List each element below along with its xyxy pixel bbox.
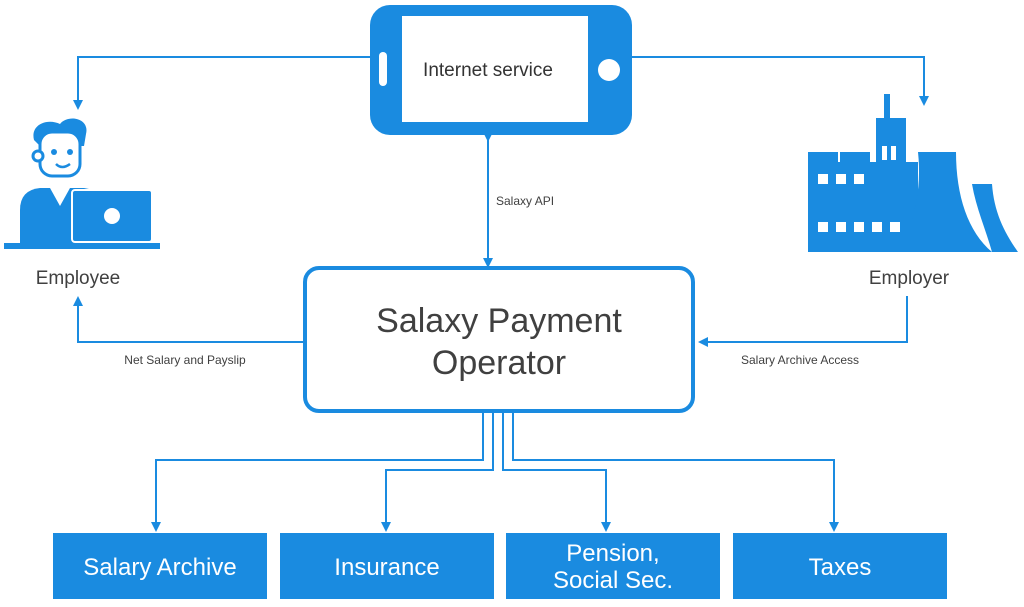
net-salary-label: Net Salary and Payslip xyxy=(124,353,246,367)
connectors xyxy=(73,52,929,532)
connector-to-salary-archive xyxy=(151,412,484,532)
output-label-line1: Pension, xyxy=(566,540,659,567)
operator-title-line1: Salaxy Payment xyxy=(376,302,622,340)
connector-phone-employer xyxy=(622,52,929,106)
salaxy-api-label: Salaxy API xyxy=(496,194,554,208)
archive-access-label: Salary Archive Access xyxy=(741,353,859,367)
output-salary-archive: Salary Archive xyxy=(53,533,267,599)
connector-archive-access xyxy=(698,296,908,347)
output-taxes: Taxes xyxy=(733,533,947,599)
output-label: Taxes xyxy=(809,554,872,581)
employer-label: Employer xyxy=(869,268,950,289)
connector-to-taxes xyxy=(512,412,839,532)
smartphone-icon xyxy=(370,5,632,135)
connector-to-insurance xyxy=(381,412,494,532)
connector-to-pension xyxy=(502,412,611,532)
output-insurance: Insurance xyxy=(280,533,494,599)
factory-icon xyxy=(808,94,1018,252)
internet-service-label: Internet service xyxy=(423,60,553,81)
person-at-laptop-icon xyxy=(4,118,160,249)
output-label: Salary Archive xyxy=(83,554,236,581)
output-pension-social-sec: Pension, Social Sec. xyxy=(506,533,720,599)
connector-net-salary xyxy=(73,296,304,343)
operator-box xyxy=(303,266,695,413)
employee-label: Employee xyxy=(36,268,121,289)
operator-title-line2: Operator xyxy=(432,344,566,382)
connector-phone-employee xyxy=(73,52,378,110)
output-label: Insurance xyxy=(334,554,439,581)
output-label-line2: Social Sec. xyxy=(553,567,673,594)
